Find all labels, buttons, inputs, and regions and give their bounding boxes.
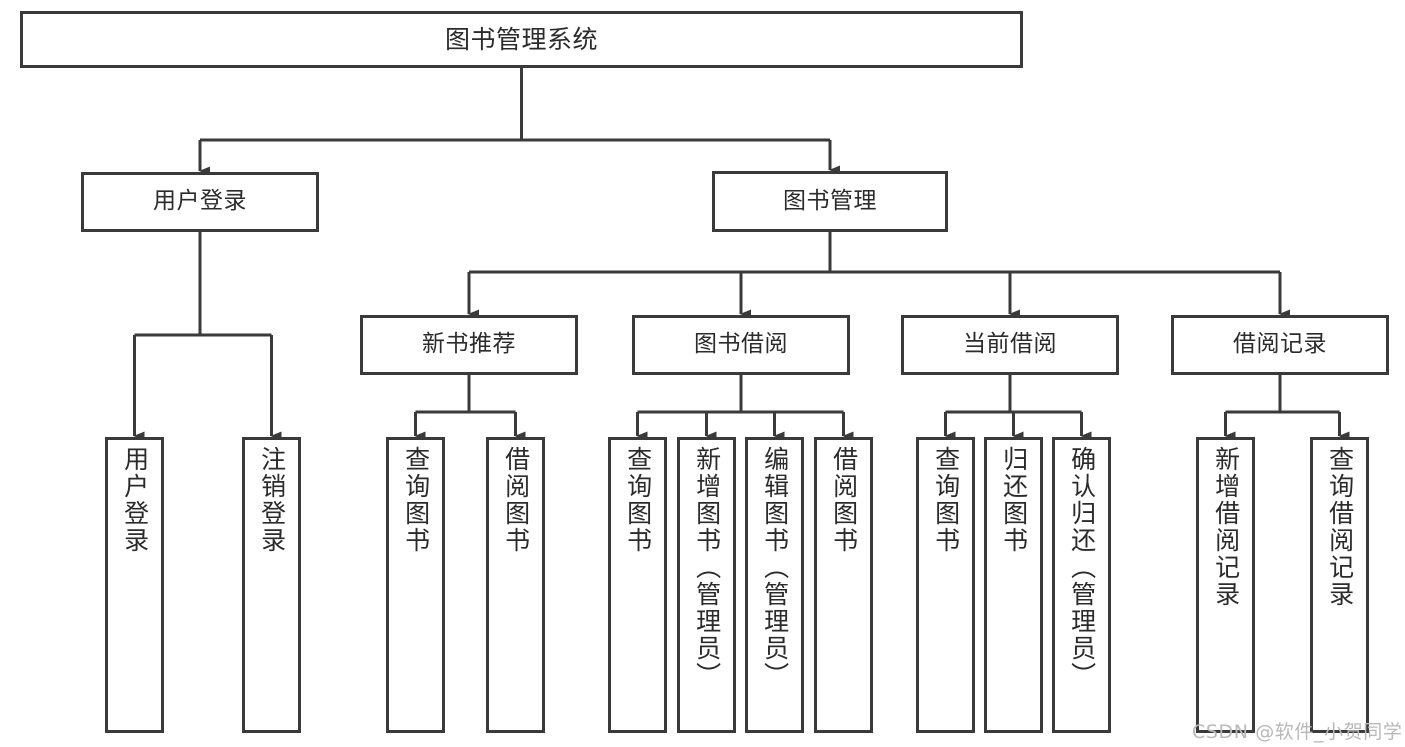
node-leaf-return-book[interactable]: 归还图书 xyxy=(984,437,1043,733)
node-leaf-confirm-return[interactable]: 确认归还（管理员） xyxy=(1052,437,1111,733)
node-label: 查询借阅记录 xyxy=(1325,446,1355,608)
node-label: 确认归还（管理员） xyxy=(1067,446,1097,689)
node-leaf-add-record[interactable]: 新增借阅记录 xyxy=(1196,437,1255,733)
node-leaf-add-book[interactable]: 新增图书（管理员） xyxy=(677,437,736,733)
node-label: 用户登录 xyxy=(120,446,150,554)
node-label: 编辑图书（管理员） xyxy=(760,446,790,689)
node-root[interactable]: 图书管理系统 xyxy=(20,11,1023,68)
node-leaf-borrow-book-1[interactable]: 借阅图书 xyxy=(486,437,545,733)
node-label: 用户登录 xyxy=(153,188,247,215)
node-leaf-logout[interactable]: 注销登录 xyxy=(242,437,301,733)
node-user-login[interactable]: 用户登录 xyxy=(81,172,319,232)
node-leaf-edit-book[interactable]: 编辑图书（管理员） xyxy=(745,437,804,733)
node-label: 新增借阅记录 xyxy=(1211,446,1241,608)
node-borrow-record[interactable]: 借阅记录 xyxy=(1171,315,1389,375)
node-label: 查询图书 xyxy=(931,446,961,554)
node-label: 借阅图书 xyxy=(501,446,531,554)
node-leaf-query-record[interactable]: 查询借阅记录 xyxy=(1310,437,1369,733)
node-leaf-borrow-book-2[interactable]: 借阅图书 xyxy=(814,437,873,733)
node-leaf-user-login[interactable]: 用户登录 xyxy=(105,437,164,733)
node-label: 当前借阅 xyxy=(963,331,1057,358)
node-leaf-query-book-3[interactable]: 查询图书 xyxy=(916,437,975,733)
node-book-mgmt[interactable]: 图书管理 xyxy=(712,171,948,232)
node-label: 新书推荐 xyxy=(422,331,516,358)
node-label: 查询图书 xyxy=(623,446,653,554)
node-new-book-rec[interactable]: 新书推荐 xyxy=(360,315,578,375)
node-label: 借阅记录 xyxy=(1233,331,1327,358)
node-label: 图书借阅 xyxy=(694,331,788,358)
node-label: 图书管理系统 xyxy=(444,24,598,54)
node-book-borrow[interactable]: 图书借阅 xyxy=(632,315,850,375)
node-label: 查询图书 xyxy=(401,446,431,554)
node-label: 注销登录 xyxy=(257,446,287,554)
node-label: 图书管理 xyxy=(783,187,877,214)
node-leaf-query-book-2[interactable]: 查询图书 xyxy=(608,437,667,733)
node-label: 借阅图书 xyxy=(829,446,859,554)
node-label: 新增图书（管理员） xyxy=(692,446,722,689)
node-current-borrow[interactable]: 当前借阅 xyxy=(901,315,1119,375)
node-leaf-query-book-1[interactable]: 查询图书 xyxy=(386,437,445,733)
node-label: 归还图书 xyxy=(999,446,1029,554)
